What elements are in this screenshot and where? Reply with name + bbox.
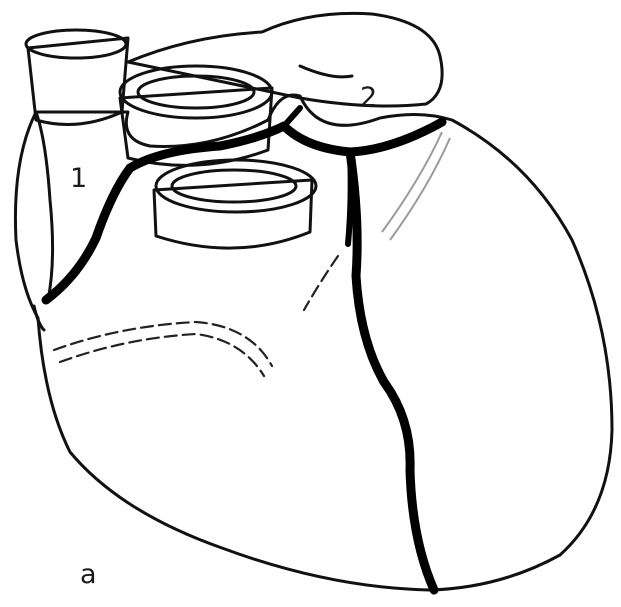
hidden-vessel-upper — [54, 322, 272, 366]
panel-label-a: a — [80, 559, 97, 590]
label-2: 2 — [360, 82, 377, 113]
pulmonary-trunk — [154, 160, 316, 248]
atrial-appendage — [128, 13, 442, 106]
hidden-vessel-branch — [304, 256, 338, 310]
label-2-leader — [300, 66, 352, 77]
heart-body — [15, 95, 612, 590]
label-1: 1 — [70, 163, 87, 194]
left-main-coronary — [284, 122, 442, 152]
diagonal-branch — [348, 152, 351, 244]
vessel-branch-short — [284, 108, 300, 126]
hidden-vessel-lower — [60, 334, 264, 376]
right-atrium-edge — [36, 112, 53, 300]
great-vessel-top-left — [26, 30, 128, 125]
ghost-vessel-inner — [390, 138, 450, 240]
